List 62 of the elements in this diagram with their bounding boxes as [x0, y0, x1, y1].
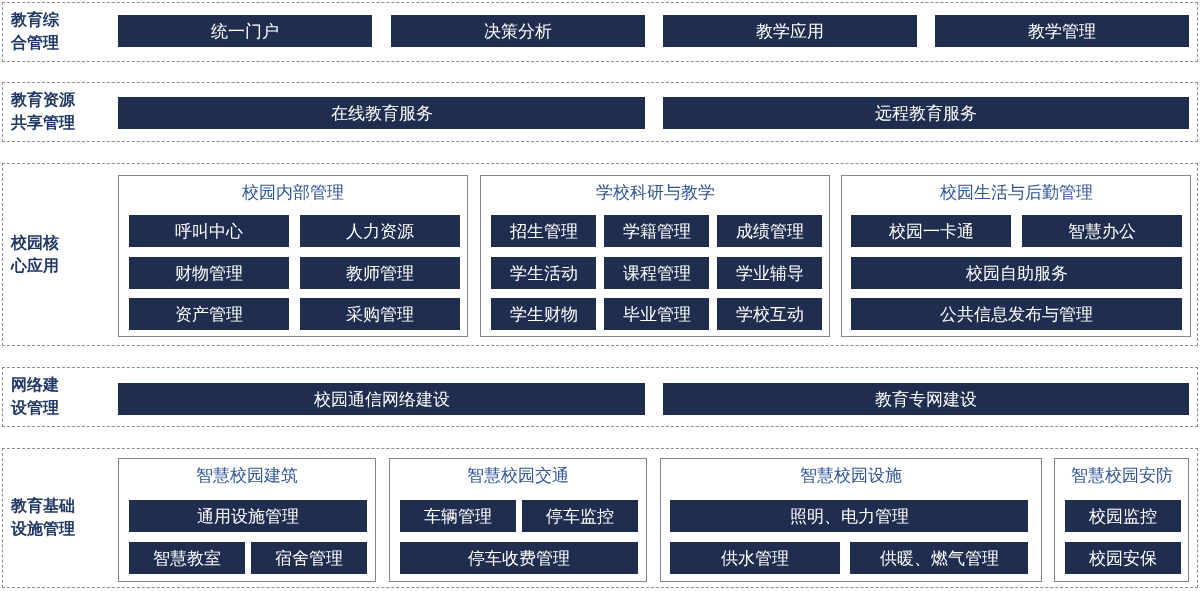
module-box: 成绩管理 [717, 215, 822, 247]
layer-title: 网络建设管理 [11, 374, 60, 419]
group-panel [118, 175, 468, 337]
module-box: 教师管理 [300, 257, 460, 289]
module-box: 学校互动 [717, 298, 822, 330]
module-box: 决策分析 [391, 15, 645, 47]
module-box: 财物管理 [129, 257, 289, 289]
module-box: 毕业管理 [604, 298, 709, 330]
module-box: 公共信息发布与管理 [851, 298, 1182, 330]
module-box: 呼叫中心 [129, 215, 289, 247]
module-box: 招生管理 [491, 215, 596, 247]
module-box: 学业辅导 [717, 257, 822, 289]
module-box: 供水管理 [670, 542, 840, 574]
module-box: 校园安保 [1065, 542, 1181, 574]
module-box: 学籍管理 [604, 215, 709, 247]
layer-band [2, 2, 1198, 62]
group-panel [480, 175, 830, 337]
module-box: 照明、电力管理 [670, 500, 1028, 532]
module-box: 智慧教室 [129, 542, 245, 574]
module-box: 采购管理 [300, 298, 460, 330]
module-box: 统一门户 [118, 15, 372, 47]
layer-title: 教育基础设施管理 [11, 495, 76, 540]
module-box: 学生财物 [491, 298, 596, 330]
module-box: 课程管理 [604, 257, 709, 289]
module-box: 人力资源 [300, 215, 460, 247]
module-box: 智慧办公 [1022, 215, 1182, 247]
group-title: 校园生活与后勤管理 [938, 181, 1094, 203]
layer-band [2, 367, 1198, 427]
module-box: 资产管理 [129, 298, 289, 330]
group-panel [118, 458, 376, 582]
group-panel [1054, 458, 1189, 582]
module-box: 停车收费管理 [400, 542, 638, 574]
layer-band [2, 448, 1198, 588]
module-box: 车辆管理 [400, 500, 516, 532]
module-box: 远程教育服务 [663, 97, 1189, 129]
module-box: 通用设施管理 [129, 500, 367, 532]
group-title: 智慧校园建筑 [195, 464, 299, 486]
layer-title: 校园核心应用 [11, 231, 60, 277]
layer-band [2, 163, 1198, 346]
group-title: 学校科研与教学 [594, 181, 716, 203]
layer-band [2, 82, 1198, 142]
module-box: 校园自助服务 [851, 257, 1182, 289]
module-box: 停车监控 [522, 500, 638, 532]
group-title: 智慧校园设施 [799, 464, 903, 486]
module-box: 教学应用 [663, 15, 917, 47]
module-box: 教学管理 [935, 15, 1189, 47]
module-box: 在线教育服务 [118, 97, 645, 129]
module-box: 校园监控 [1065, 500, 1181, 532]
layer-title: 教育资源共享管理 [11, 89, 76, 134]
group-title: 智慧校园交通 [466, 464, 570, 486]
layer-title: 教育综合管理 [11, 9, 60, 54]
module-box: 供暖、燃气管理 [850, 542, 1028, 574]
module-box: 校园通信网络建设 [118, 383, 645, 415]
group-panel [389, 458, 647, 582]
module-box: 学生活动 [491, 257, 596, 289]
group-panel [660, 458, 1042, 582]
module-box: 宿舍管理 [251, 542, 367, 574]
group-title: 智慧校园安防 [1069, 464, 1174, 486]
group-title: 校园内部管理 [241, 181, 345, 203]
module-box: 教育专网建设 [663, 383, 1189, 415]
group-panel [841, 175, 1191, 337]
module-box: 校园一卡通 [851, 215, 1011, 247]
